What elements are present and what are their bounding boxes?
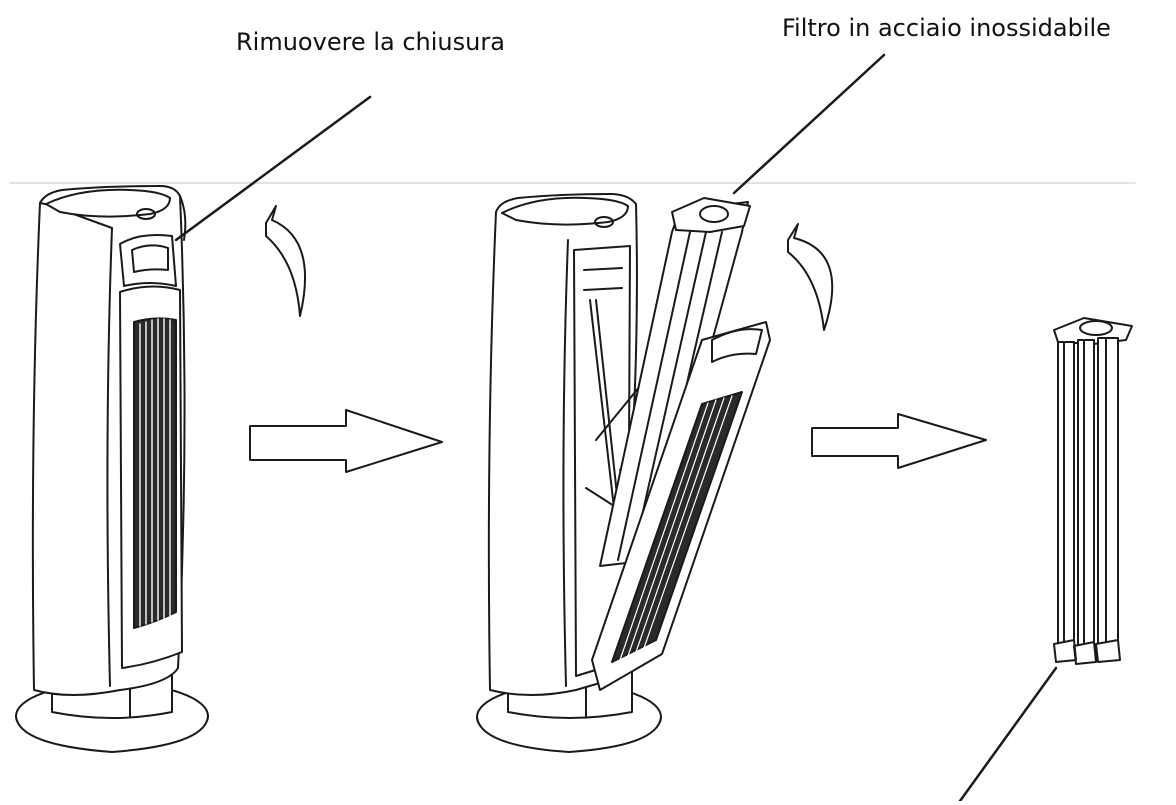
filter-rod-1: [1057, 341, 1075, 655]
purifier-top: [501, 196, 629, 226]
block-arrow-1: [249, 409, 443, 473]
filter-bottom-feet: [1053, 639, 1121, 665]
label-remove-lock: Rimuovere la chiusura: [236, 28, 505, 56]
closed-purifier: [15, 185, 209, 753]
block-arrow-2: [811, 413, 987, 469]
filter-cap-hole: [699, 205, 729, 223]
purifier-right-edge: [179, 195, 187, 241]
purifier-side: [562, 239, 569, 687]
opened-purifier: [476, 193, 771, 753]
rotate-arrow-2: [787, 223, 834, 331]
leader-lock: [174, 95, 372, 242]
open-door-lock: [711, 328, 763, 363]
purifier-side: [106, 227, 113, 687]
purifier-base-rim: [476, 716, 662, 753]
lock-clip: [131, 244, 169, 273]
purifier-base-rim: [15, 715, 209, 753]
label-stainless-filter: Filtro in acciaio inossidabile: [782, 14, 1111, 42]
grille-slats: [139, 318, 171, 627]
pulled-filter-cap: [671, 197, 751, 233]
leader-filter: [732, 53, 886, 195]
top-button: [594, 216, 614, 228]
filter-top-hole: [1079, 320, 1113, 336]
filter-rod-2: [1077, 339, 1095, 657]
top-button: [136, 208, 156, 220]
filter-rod-3: [1097, 337, 1119, 657]
leader-bottom: [958, 666, 1058, 803]
front-grille: [133, 317, 177, 629]
filter-rod-lines: [1063, 337, 1107, 657]
rotate-arrow-1: [265, 205, 307, 317]
inner-rails: [583, 267, 625, 561]
removed-filter: [1053, 317, 1133, 665]
open-door-slats: [619, 395, 733, 661]
